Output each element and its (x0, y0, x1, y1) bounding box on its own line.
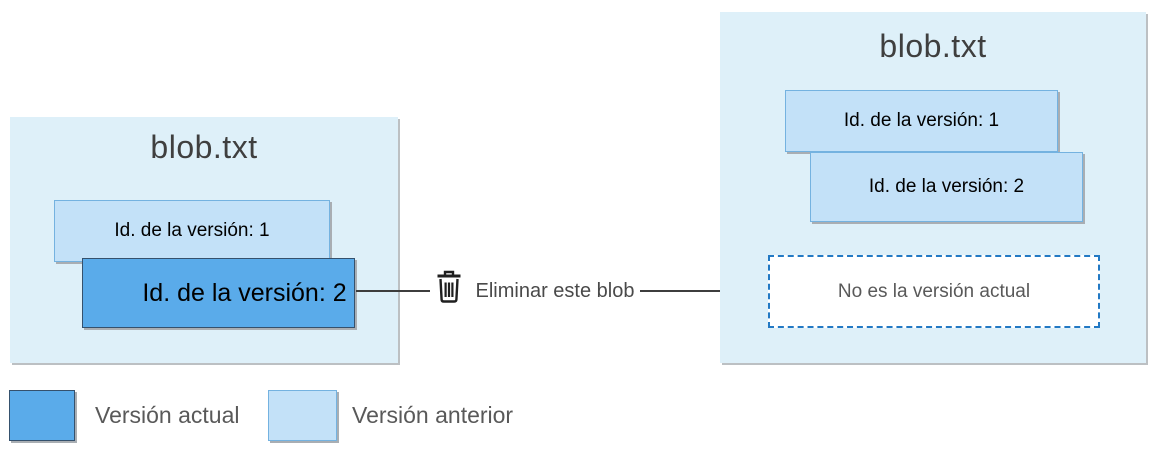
trash-icon (434, 270, 464, 304)
version-card-previous-2: Id. de la versión: 2 (810, 152, 1083, 222)
connector-line-right (640, 290, 751, 292)
version-card-label: Id. de la versión: 1 (843, 110, 1000, 131)
blob-title-before: blob.txt (150, 129, 258, 165)
version-card-label: Id. de la versión: 2 (868, 176, 1025, 197)
blob-container-after: blob.txt Id. de la versión: 1 Id. de la … (720, 12, 1146, 363)
delete-action-label: Eliminar este blob (475, 280, 635, 302)
not-current-version-label: No es la versión actual (837, 280, 1031, 302)
blob-title-after: blob.txt (879, 28, 987, 64)
blob-container-before: blob.txt Id. de la versión: 1 Id. de la … (10, 117, 398, 363)
version-card-current-2: Id. de la versión: 2 (82, 258, 355, 328)
connector-line-left (356, 290, 430, 292)
legend-label-current: Versión actual (95, 402, 240, 428)
version-card-previous-1: Id. de la versión: 1 (54, 200, 330, 262)
not-current-version-box: No es la versión actual (768, 255, 1100, 328)
version-card-label: Id. de la versión: 2 (142, 278, 347, 307)
version-card-label: Id. de la versión: 1 (114, 220, 270, 241)
legend-swatch-previous (268, 390, 337, 441)
version-card-previous-1: Id. de la versión: 1 (785, 90, 1058, 152)
legend-label-previous: Versión anterior (352, 402, 514, 428)
legend-swatch-current (9, 390, 75, 441)
